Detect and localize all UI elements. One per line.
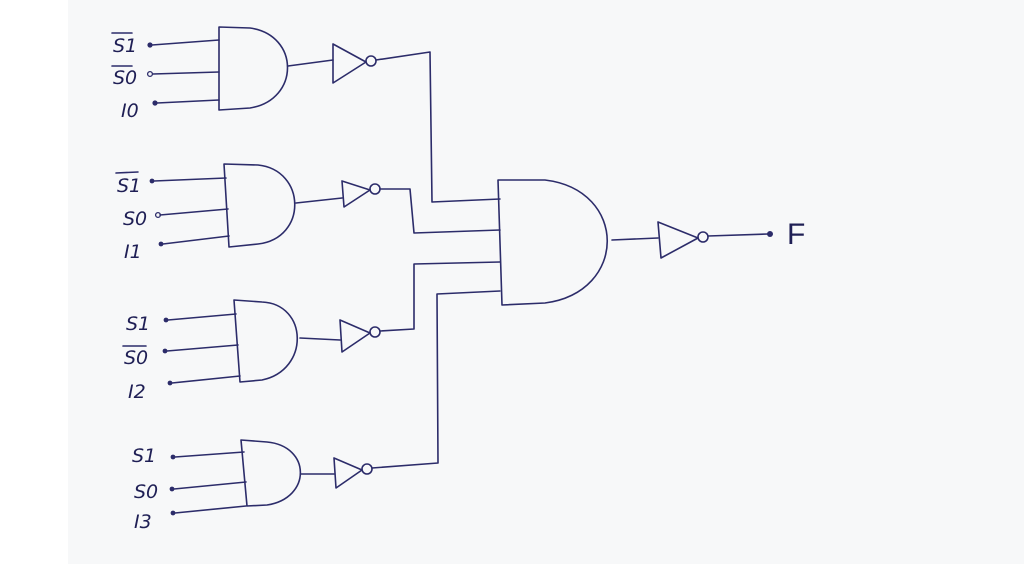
not-gate-1	[341, 180, 371, 208]
not-bubble-1	[369, 183, 381, 195]
and-gate-2	[233, 299, 298, 383]
input-wires-r0	[151, 39, 220, 104]
final-not-bubble	[697, 231, 709, 243]
wire-not1-final-and	[379, 188, 501, 234]
input-label-r2-2: I2	[128, 381, 146, 403]
input-terminal	[169, 486, 175, 492]
input-label-r1-1: S0	[123, 208, 147, 230]
input-terminal	[167, 380, 173, 386]
and-gate-1	[223, 163, 296, 248]
input-label-r1-0: S1	[117, 175, 141, 197]
and-gate-3	[240, 439, 302, 507]
input-wires-r3	[173, 451, 247, 514]
input-wires-r1	[153, 177, 230, 245]
output-label: F	[787, 218, 805, 251]
input-terminal	[147, 42, 153, 48]
and-gate-0	[218, 26, 289, 111]
row-2: S1 S0 I2	[122, 261, 501, 403]
input-terminal	[158, 241, 164, 247]
final-and-gate	[497, 179, 608, 306]
row-3: S1 S0 I3	[132, 290, 501, 533]
input-terminal	[170, 510, 176, 516]
paper-background	[68, 0, 1024, 564]
wire-not2-final-and	[379, 261, 501, 332]
not-gate-2	[339, 319, 371, 353]
input-label-r0-1: S0	[113, 67, 137, 89]
wire-and2-not2	[299, 337, 341, 341]
overline-r1-0	[115, 171, 139, 174]
input-terminal	[152, 100, 158, 106]
row-1: S1 S0 I1	[115, 163, 501, 263]
input-label-r3-0: S1	[132, 445, 156, 467]
row-0: S1 S0 I0	[111, 26, 501, 203]
input-label-r3-2: I3	[134, 511, 152, 533]
output-wire	[707, 233, 769, 237]
wire-not3-final-and	[371, 290, 501, 469]
input-label-r3-1: S0	[134, 481, 158, 503]
input-label-r0-2: I0	[121, 100, 139, 122]
input-label-r2-1: S0	[124, 347, 148, 369]
not-bubble-3	[361, 463, 373, 475]
input-terminal	[163, 317, 169, 323]
output-terminal	[767, 231, 773, 237]
wire-final-and-not	[611, 237, 659, 241]
input-terminal	[146, 70, 154, 78]
not-gate-0	[332, 43, 367, 84]
not-bubble-2	[369, 326, 381, 338]
output-stage: F	[497, 179, 805, 306]
not-bubble-0	[365, 55, 377, 67]
wire-not0-final-and	[375, 51, 501, 203]
input-label-r0-0: S1	[113, 35, 137, 57]
input-terminal	[170, 454, 176, 460]
input-wires-r2	[166, 313, 241, 384]
final-not-gate	[657, 221, 699, 259]
input-terminal	[149, 178, 155, 184]
input-label-r2-0: S1	[126, 313, 150, 335]
not-gate-3	[333, 457, 363, 489]
input-terminal	[162, 348, 168, 354]
input-label-r1-2: I1	[124, 241, 142, 263]
wire-and0-not0	[287, 59, 334, 67]
wire-and1-not1	[295, 197, 343, 204]
